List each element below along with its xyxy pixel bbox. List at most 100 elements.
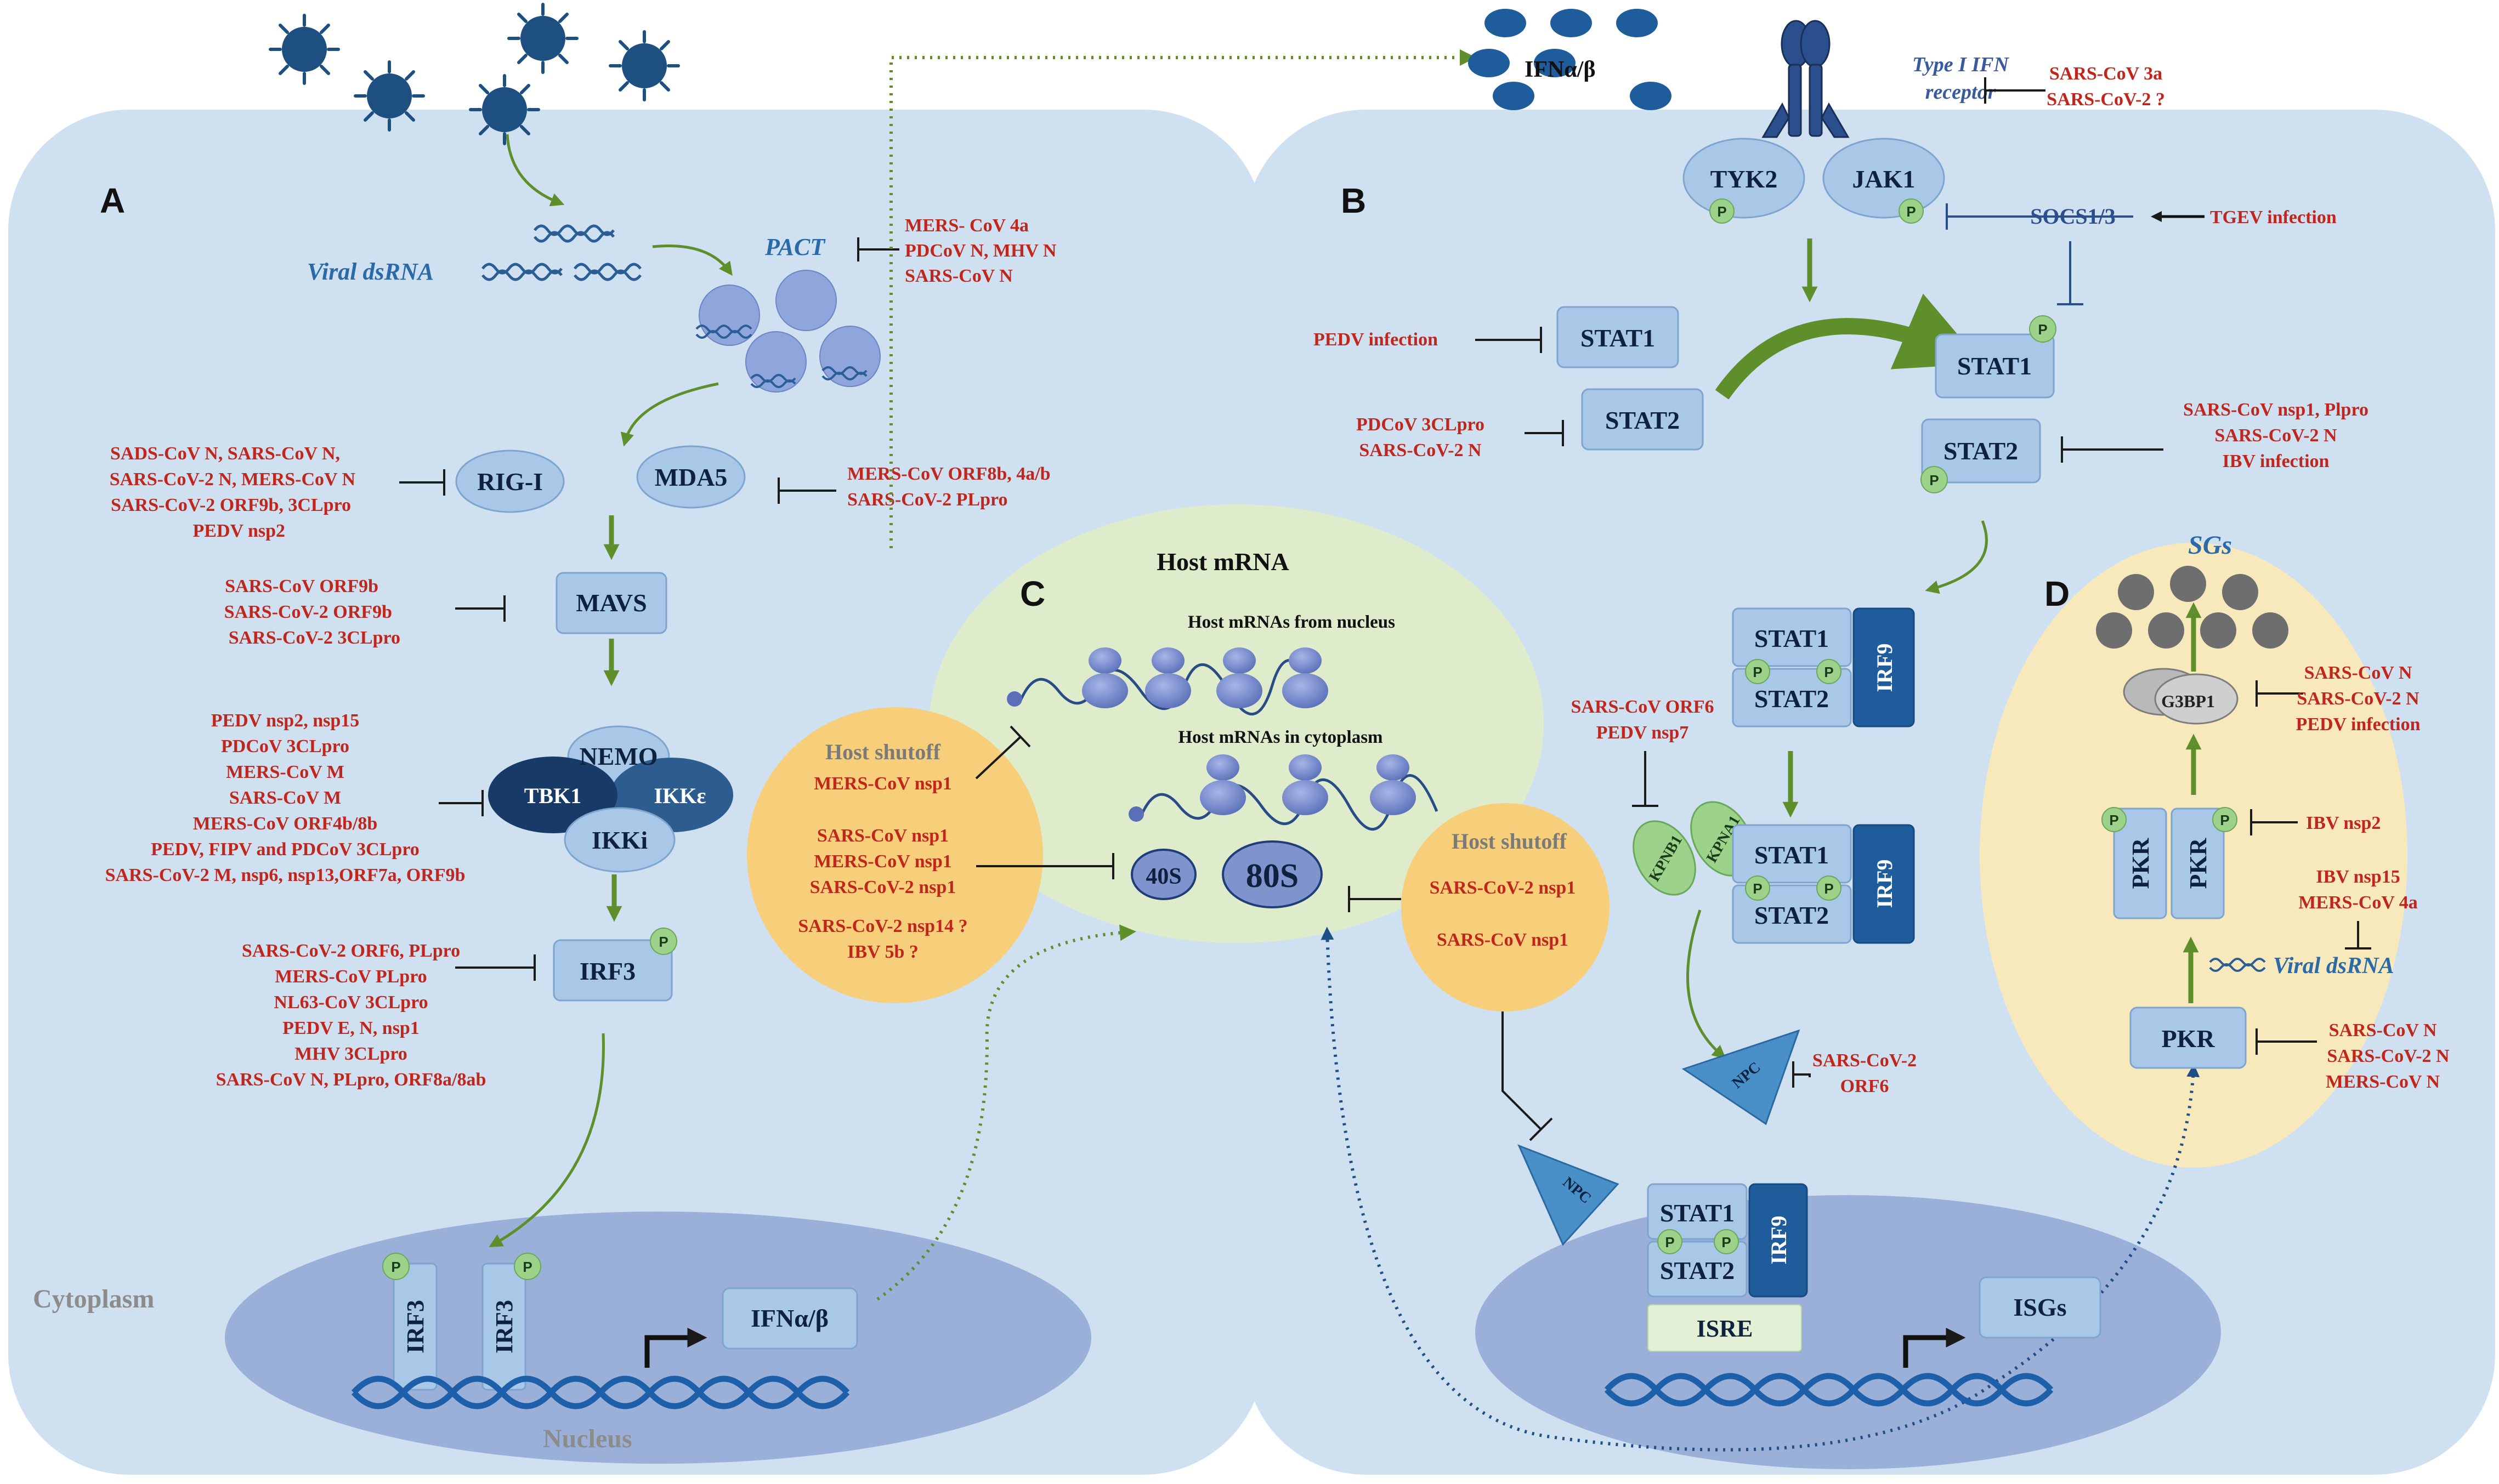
rig-i-inhibitors: SADS-CoV N, SARS-CoV N, SARS-CoV-2 N, ME… xyxy=(110,444,356,541)
pkr-viral-dsrna xyxy=(2209,958,2266,972)
irf3-inhibition xyxy=(455,954,536,981)
svg-text:SARS-CoV nsp1, Plpro: SARS-CoV nsp1, Plpro xyxy=(2183,400,2368,420)
stat1-left-node xyxy=(1556,306,1679,368)
svg-text:IBV infection: IBV infection xyxy=(2223,451,2330,471)
nucleus-label: Nucleus xyxy=(543,1424,632,1453)
svg-text:MERS-CoV 4a: MERS-CoV 4a xyxy=(2298,892,2418,913)
tbk1-inhibition xyxy=(439,790,484,816)
g3bp1-inhibition xyxy=(2256,680,2303,707)
npc-pores xyxy=(1517,1029,1800,1246)
pkr-label: PKR xyxy=(2161,1025,2215,1053)
svg-text:PDCoV 3CLpro: PDCoV 3CLpro xyxy=(221,736,349,757)
stat1-right-label: STAT1 xyxy=(1957,352,2032,380)
irf3-node xyxy=(553,939,673,1002)
stat2-left-node xyxy=(1581,388,1704,451)
stat2-right-inhibitors: SARS-CoV nsp1, Plpro SARS-CoV-2 N IBV in… xyxy=(2183,400,2368,471)
svg-text:SARS-CoV-2 N: SARS-CoV-2 N xyxy=(1359,440,1482,460)
tyk2-label: TYK2 xyxy=(1710,165,1778,193)
isgs-box xyxy=(1979,1276,2101,1339)
svg-text:STAT1: STAT1 xyxy=(1660,1199,1735,1227)
ibv-nsp2-label: IBV nsp2 xyxy=(2306,813,2381,833)
rig-i-inhibition xyxy=(399,469,445,496)
svg-text:ORF6: ORF6 xyxy=(1840,1076,1889,1096)
stat2-left-label: STAT2 xyxy=(1605,406,1680,434)
svg-text:MERS-CoV ORF4b/8b: MERS-CoV ORF4b/8b xyxy=(193,814,378,834)
isre-label: ISRE xyxy=(1697,1315,1753,1342)
ikke-label: IKKε xyxy=(654,783,706,808)
viral-dsrna-label: Viral dsRNA xyxy=(307,258,434,285)
isgs-label: ISGs xyxy=(2013,1293,2066,1321)
svg-text:STAT2: STAT2 xyxy=(1660,1256,1735,1284)
mda5-inhibitors: MERS-CoV ORF8b, 4a/b SARS-CoV-2 PLpro xyxy=(847,464,1051,510)
svg-text:SARS-CoV-2 ORF6, PLpro: SARS-CoV-2 ORF6, PLpro xyxy=(242,941,460,961)
svg-text:SARS-CoV N: SARS-CoV N xyxy=(2304,663,2412,683)
svg-text:P: P xyxy=(1665,1234,1674,1250)
mda5-inhibition xyxy=(778,477,836,504)
pkr-dimer-b xyxy=(2171,808,2225,919)
ribosome-40s xyxy=(1131,849,1197,900)
svg-text:P: P xyxy=(391,1259,400,1275)
tbk1-inhibitors: PEDV nsp2, nsp15 PDCoV 3CLpro MERS-CoV M… xyxy=(105,710,466,885)
svg-text:P: P xyxy=(1753,664,1762,680)
importins xyxy=(1633,801,1754,896)
jak1-label: JAK1 xyxy=(1852,165,1916,193)
shutoff-right-items: SARS-CoV-2 nsp1 SARS-CoV nsp1 xyxy=(1430,878,1576,950)
ikki-label: IKKi xyxy=(592,826,648,854)
mavs-inhibition xyxy=(455,595,506,622)
pact-inhibition xyxy=(857,237,899,261)
jak1-node xyxy=(1822,138,1945,219)
shutoff-right-label: Host shutoff xyxy=(1452,829,1567,854)
mrna-nucleus-label: Host mRNAs from nucleus xyxy=(1188,612,1395,632)
pkr-dimer-inhibition xyxy=(2250,809,2298,835)
svg-text:STAT2: STAT2 xyxy=(1754,901,1829,929)
stress-granules xyxy=(2096,566,2288,649)
receptor-inhibition xyxy=(1984,77,2045,104)
stat2-right-inhibition xyxy=(2061,436,2163,463)
irf3-inhibitors: SARS-CoV-2 ORF6, PLpro MERS-CoV PLpro NL… xyxy=(216,941,486,1090)
svg-text:SARS-CoV-2 ORF9b, 3CLpro: SARS-CoV-2 ORF9b, 3CLpro xyxy=(111,495,351,515)
svg-text:P: P xyxy=(2109,812,2118,828)
mavs-label: MAVS xyxy=(576,589,647,617)
irf3-label: IRF3 xyxy=(580,957,636,985)
svg-text:NL63-CoV 3CLpro: NL63-CoV 3CLpro xyxy=(274,992,428,1013)
mavs-inhibitors: SARS-CoV ORF9b SARS-CoV-2 ORF9b SARS-CoV… xyxy=(224,576,400,648)
svg-text:SARS-CoV-2 PLpro: SARS-CoV-2 PLpro xyxy=(847,490,1008,510)
ifn-gene-box xyxy=(722,1287,858,1350)
stat1-right-node xyxy=(1935,333,2055,399)
svg-text:PKR: PKR xyxy=(2127,837,2154,889)
svg-text:MERS-CoV ORF8b, 4a/b: MERS-CoV ORF8b, 4a/b xyxy=(847,464,1051,484)
svg-text:PEDV nsp2, nsp15: PEDV nsp2, nsp15 xyxy=(211,710,360,731)
pedv-infection-label: PEDV infection xyxy=(1313,329,1438,350)
receptor-label: Type I IFN receptor xyxy=(1912,53,2009,104)
svg-text:STAT1: STAT1 xyxy=(1754,624,1829,652)
tbk1-label: TBK1 xyxy=(524,783,581,808)
stat2-left-inhibitors: PDCoV 3CLpro SARS-CoV-2 N xyxy=(1356,414,1484,460)
svg-text:PKR: PKR xyxy=(2185,837,2212,889)
mavs-node xyxy=(556,572,667,634)
svg-text:SARS-CoV 3a: SARS-CoV 3a xyxy=(2049,64,2162,84)
rig-i-label: RIG-I xyxy=(477,468,543,496)
svg-text:MERS-CoV M: MERS-CoV M xyxy=(226,762,344,782)
svg-text:PDCoV N, MHV N: PDCoV N, MHV N xyxy=(905,241,1057,261)
nuclear-irf3-a xyxy=(393,1263,438,1391)
svg-text:SARS-CoV M: SARS-CoV M xyxy=(229,788,341,808)
svg-text:SARS-CoV-2 N: SARS-CoV-2 N xyxy=(2297,689,2419,709)
svg-text:MERS- CoV 4a: MERS- CoV 4a xyxy=(905,215,1029,236)
stat1-left-label: STAT1 xyxy=(1580,324,1655,352)
isgf3-complex-2 xyxy=(1732,824,1915,944)
svg-text:IRF9: IRF9 xyxy=(1872,860,1897,908)
svg-text:SADS-CoV N, SARS-CoV N,: SADS-CoV N, SARS-CoV N, xyxy=(110,444,340,464)
kpn-inhibitors: SARS-CoV ORF6 PEDV nsp7 xyxy=(1571,697,1714,743)
svg-text:SARS-CoV N: SARS-CoV N xyxy=(2329,1020,2437,1040)
svg-text:IRF9: IRF9 xyxy=(1872,644,1897,692)
nucleus-right xyxy=(1475,1195,2221,1469)
pkr-inhibition xyxy=(2256,1028,2317,1055)
svg-text:SARS-CoV nsp1: SARS-CoV nsp1 xyxy=(1437,930,1568,950)
svg-text:STAT1: STAT1 xyxy=(1754,841,1829,869)
irf3-phospho xyxy=(650,928,677,955)
svg-text:Type I IFN: Type I IFN xyxy=(1912,53,2009,76)
sgs-label: SGs xyxy=(2188,531,2232,560)
ikk-complex xyxy=(488,725,733,873)
cytoplasm-label: Cytoplasm xyxy=(33,1284,154,1314)
